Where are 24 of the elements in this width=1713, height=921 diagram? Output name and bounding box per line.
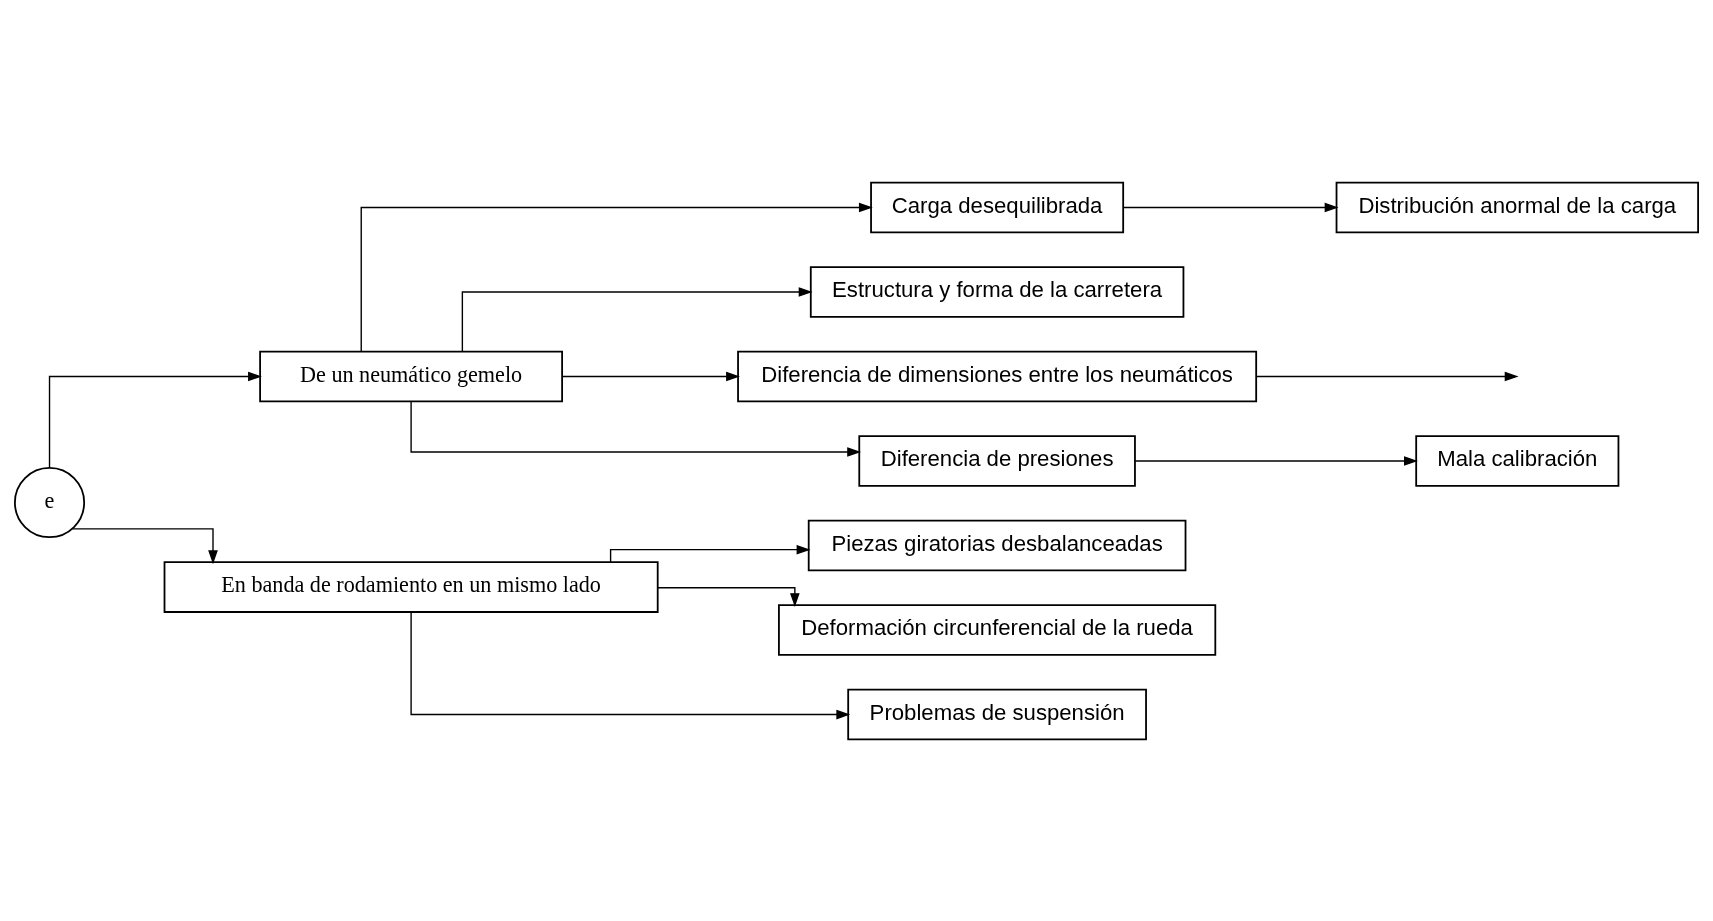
arrow	[1255, 371, 1519, 381]
arrow	[1134, 455, 1418, 466]
node-box: Piezas giratorias desbalanceadas	[807, 519, 1187, 571]
node-box: Diferencia de presiones	[858, 434, 1136, 487]
node-box: En banda de rodamiento en un mismo lado	[163, 560, 659, 613]
node-box: Distribución anormal de la carga	[1335, 181, 1699, 233]
node-box: Problemas de suspensión	[847, 688, 1147, 740]
node-box: Estructura y forma de la carretera	[809, 265, 1185, 318]
arrow	[410, 400, 862, 457]
node-box: Carga desequilibrada	[870, 181, 1125, 233]
arrow	[410, 611, 851, 719]
arrow	[461, 286, 813, 352]
arrow	[48, 371, 262, 468]
node-box: Mala calibración	[1415, 434, 1620, 487]
node-box: Deformación circunferencial de la rueda	[778, 603, 1217, 656]
node-box: De un neumático gemelo	[259, 350, 563, 402]
arrow	[561, 371, 740, 381]
arrow	[360, 202, 873, 352]
arrow	[71, 527, 218, 564]
node-box: Diferencia de dimensiones entre los neumáticos	[737, 350, 1258, 402]
arrow	[609, 544, 811, 563]
arrow	[1123, 202, 1339, 212]
arrow	[657, 586, 800, 607]
node-circle: e	[14, 466, 86, 538]
